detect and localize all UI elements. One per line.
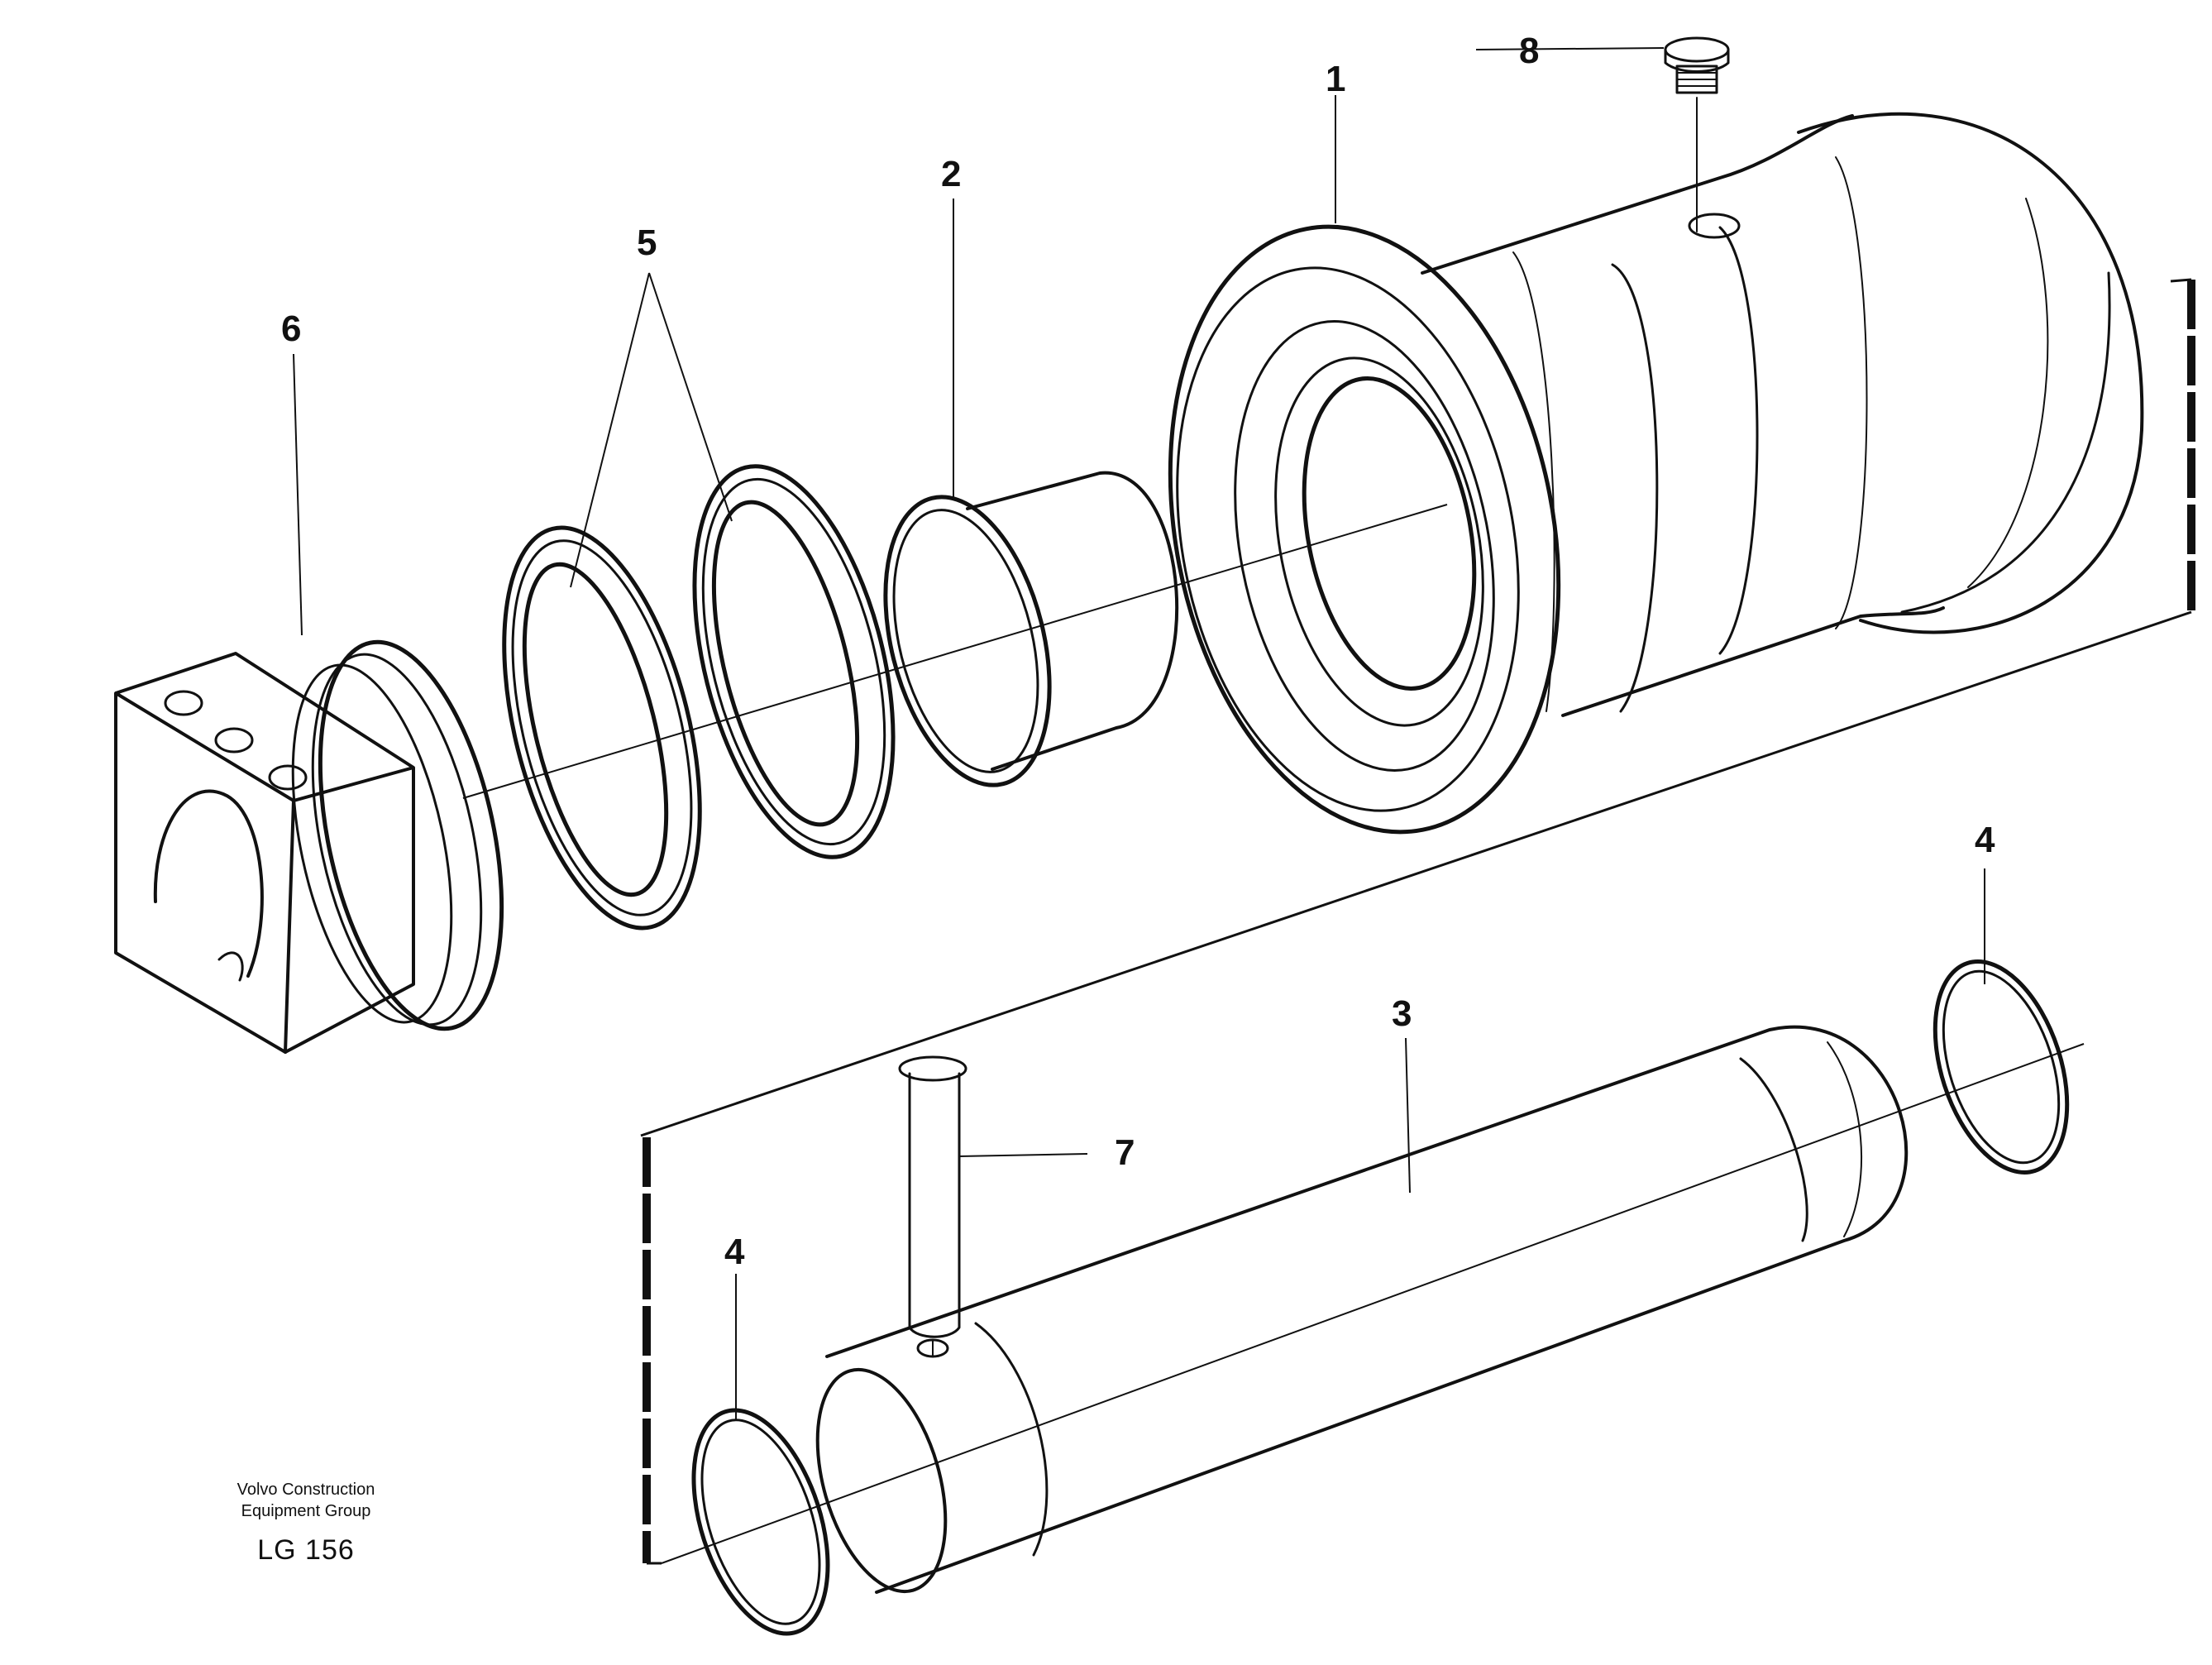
callout-7: 7 (1115, 1132, 1135, 1173)
bushing[interactable] (858, 471, 1179, 802)
seal-ring-left[interactable] (468, 508, 736, 948)
callout-2: 2 (941, 154, 961, 194)
o-ring-left[interactable] (668, 1394, 853, 1651)
figure-code: LG 156 (257, 1534, 355, 1566)
o-ring-right[interactable] (1911, 945, 2092, 1189)
seal-ring-right[interactable] (659, 446, 929, 878)
brand-line-2: Equipment Group (241, 1502, 371, 1520)
lower-center-axis (661, 1043, 2085, 1564)
callout-8: 8 (1519, 31, 1539, 71)
assembly-frame-bracket (640, 278, 2195, 1565)
plug-screw[interactable] (1664, 36, 1730, 232)
upper-center-axis (462, 504, 1448, 799)
callout-5: 5 (637, 222, 657, 263)
callout-6: 6 (281, 309, 301, 349)
brand-label: Volvo Construction Equipment Group (165, 1479, 447, 1522)
callout-4-left: 4 (724, 1232, 745, 1272)
shaft[interactable] (795, 1025, 1909, 1606)
callout-3: 3 (1392, 993, 1412, 1034)
tube-sleeve[interactable] (898, 1055, 967, 1357)
bearing-housing-block[interactable] (114, 625, 533, 1054)
leader-lines (293, 47, 1985, 1421)
brand-line-1: Volvo Construction (236, 1481, 375, 1499)
track-roller[interactable] (1121, 112, 2144, 866)
callout-1: 1 (1326, 59, 1345, 99)
callout-4-right: 4 (1975, 820, 1995, 860)
